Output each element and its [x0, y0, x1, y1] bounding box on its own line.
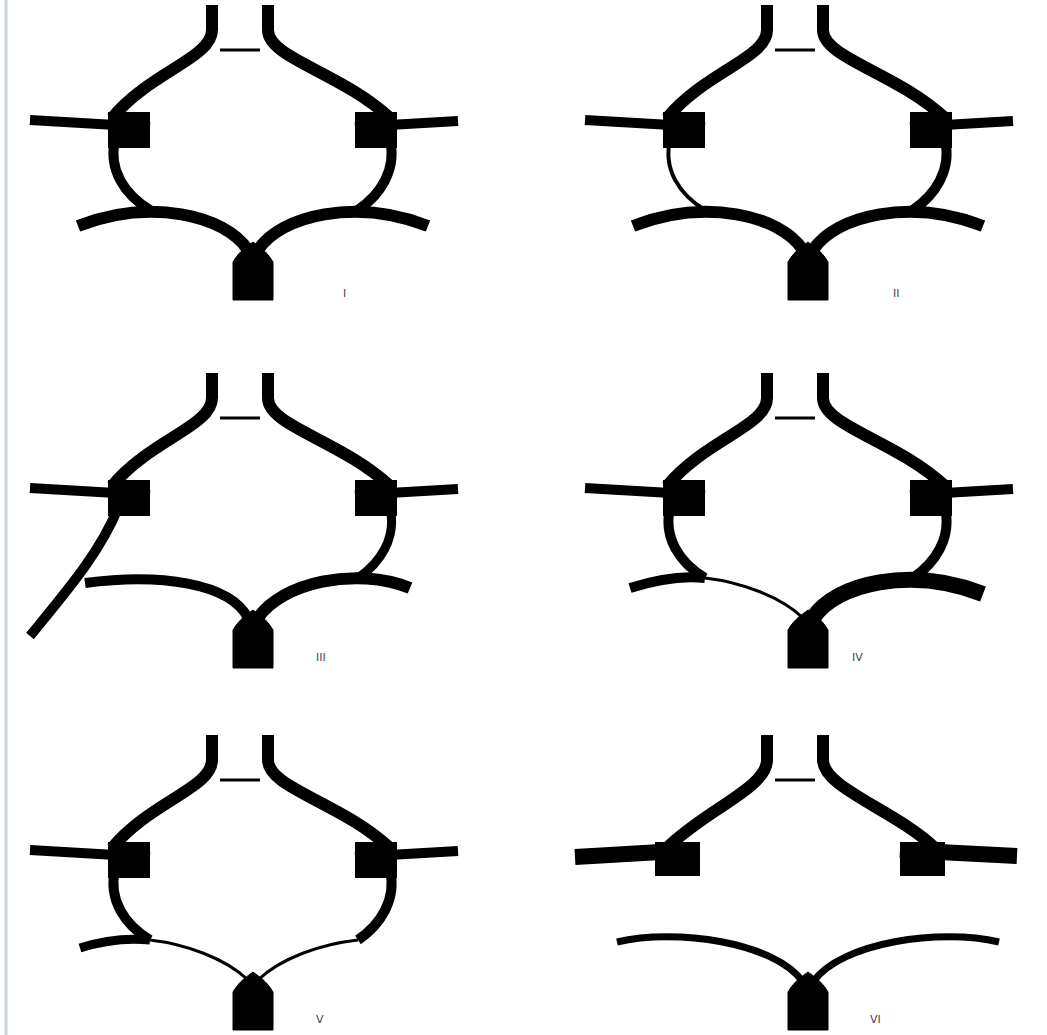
- panel-numeral: V: [316, 1014, 324, 1026]
- variant-panel: [585, 5, 1013, 300]
- panel-numeral: II: [893, 288, 900, 300]
- panel-numeral: I: [343, 288, 346, 300]
- variant-panel: [575, 735, 1017, 1030]
- page-border: [5, 0, 8, 1035]
- panel-numeral: IV: [852, 652, 863, 664]
- panel-numeral: III: [316, 652, 326, 664]
- variant-panel: [30, 5, 458, 300]
- variant-panel: [30, 373, 458, 668]
- variant-panel: [30, 735, 458, 1030]
- variant-panel: [585, 373, 1013, 668]
- panel-numeral: VI: [870, 1014, 881, 1026]
